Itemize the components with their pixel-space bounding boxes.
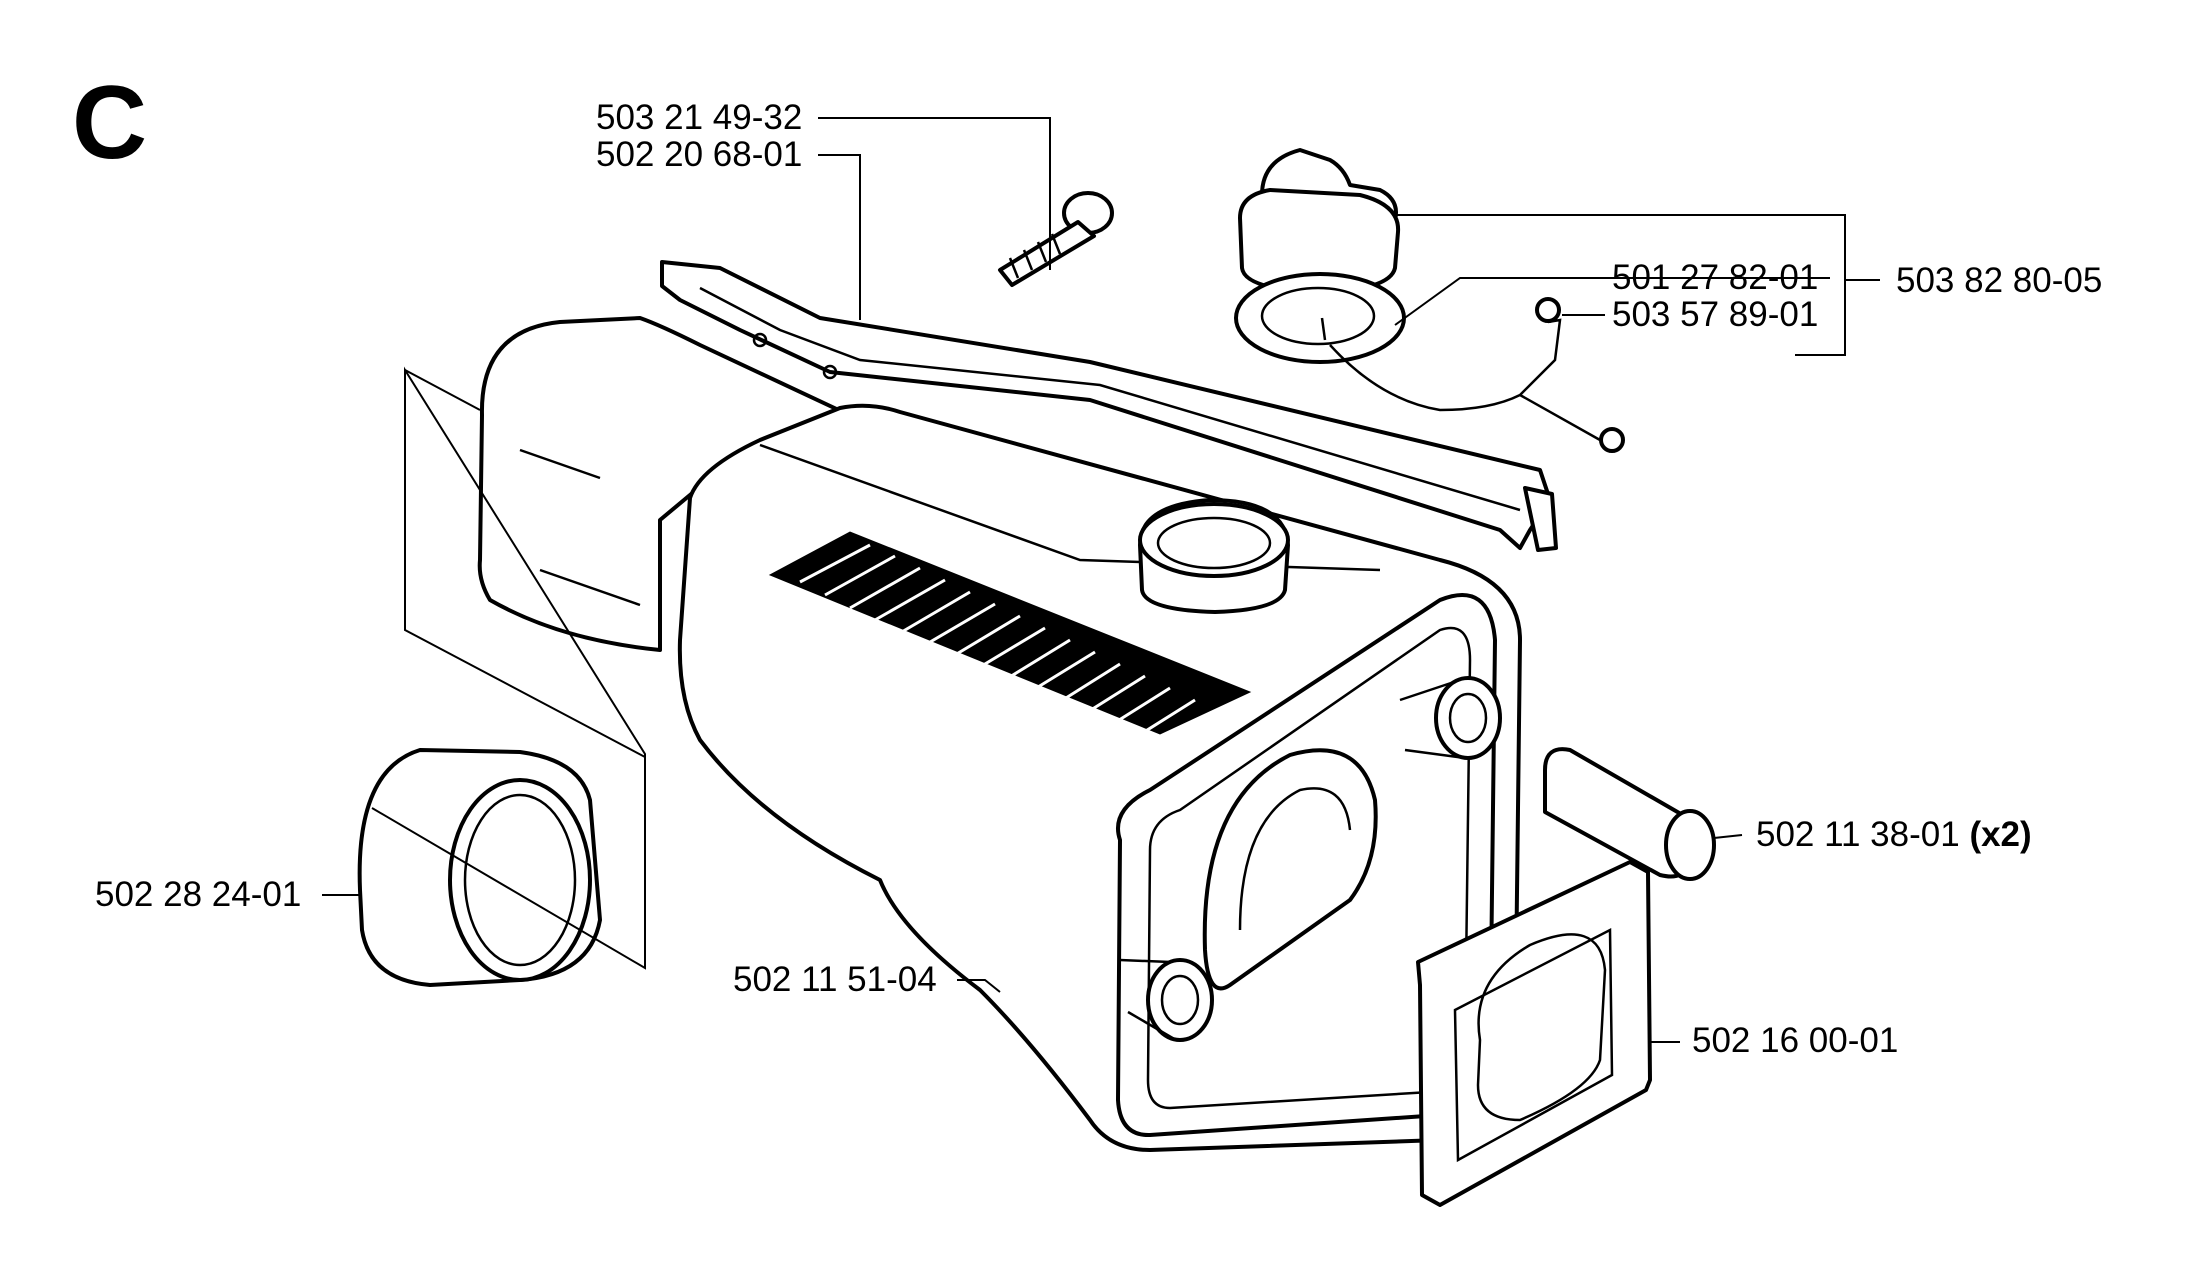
section-letter: C [72, 65, 147, 181]
cooling-slots [768, 531, 1252, 746]
fuel-cap-assembly [1234, 148, 1625, 453]
leader-lines [322, 117, 1880, 1043]
label-502-11-51-04: 502 11 51-04 [733, 960, 937, 999]
label-503-82-80-05: 503 82 80-05 [1896, 261, 2102, 300]
quantity-x2: (x2) [1969, 815, 2031, 854]
label-502-11-38-01: 502 11 38-01 (x2) [1756, 815, 2032, 854]
label-503-21-49-32: 503 21 49-32 [596, 98, 802, 137]
label-501-27-82-01: 501 27 82-01 [1612, 258, 1818, 297]
screw [998, 191, 1114, 287]
label-502-16-00-01: 502 16 00-01 [1692, 1021, 1898, 1060]
bushing-pin [1543, 747, 1716, 881]
label-503-57-89-01: 503 57 89-01 [1612, 295, 1818, 334]
part-labels: 503 21 49-32 502 20 68-01 501 27 82-01 5… [95, 98, 2102, 1060]
label-502-20-68-01: 502 20 68-01 [596, 135, 802, 174]
label-502-28-24-01: 502 28 24-01 [95, 875, 301, 914]
bracket-strip [660, 260, 1558, 552]
rubber-sleeve [357, 748, 602, 987]
air-filter-housing [477, 316, 1522, 1152]
gasket [1416, 860, 1652, 1207]
